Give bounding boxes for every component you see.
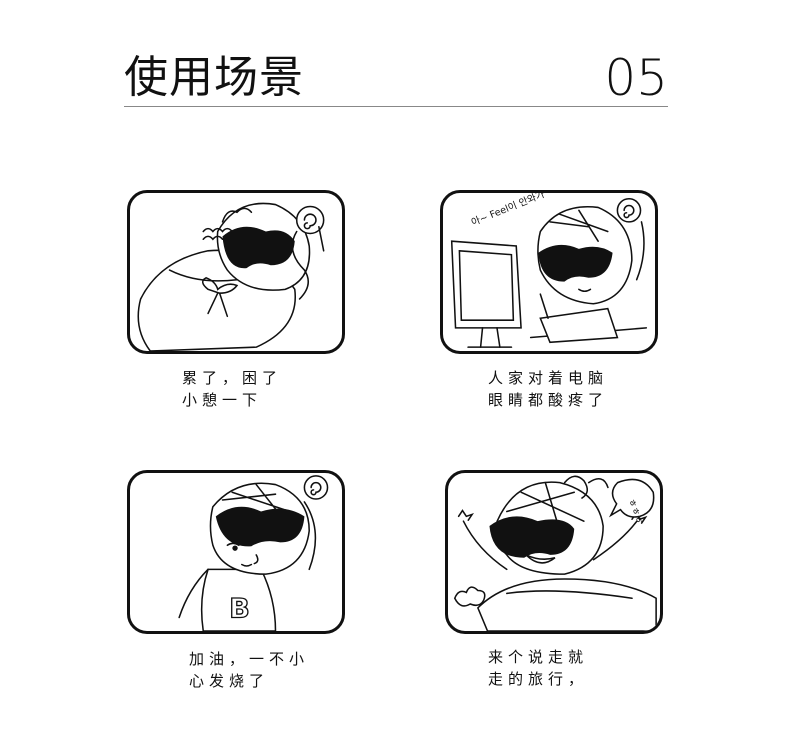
caption-line: 心发烧了 <box>189 672 270 690</box>
speech-text-korean: 아~ Feel이 안와가 <box>470 193 547 229</box>
caption-panel-3: 加油，一不小 心发烧了 <box>189 648 309 692</box>
title-divider <box>124 106 668 107</box>
caption-line: 累了，困了 <box>182 369 283 387</box>
comic-panel-travel: ㅎㅎㅎ <box>445 470 663 634</box>
caption-line: 来个说走就 <box>488 648 589 666</box>
page-title: 使用场景 <box>124 52 304 103</box>
comic-panel-sleeping <box>127 190 345 354</box>
caption-line: 人家对着电脑 <box>488 369 609 387</box>
computer-girl-illustration: 아~ Feel이 안와가 <box>450 193 648 348</box>
comic-panel-working: B <box>127 470 345 634</box>
caption-line: 小憩一下 <box>182 391 263 409</box>
caption-panel-2: 人家对着电脑 眼睛都酸疼了 <box>488 367 608 411</box>
b-shirt-girl-illustration: B <box>178 475 329 631</box>
caption-panel-1: 累了，困了 小憩一下 <box>182 367 282 411</box>
sleeping-girl-illustration <box>137 202 325 351</box>
caption-line: 加油，一不小 <box>189 650 310 668</box>
page-number: 05 <box>604 49 668 107</box>
caption-panel-4: 来个说走就 走的旅行， <box>488 646 588 690</box>
comic-panel-computer: 아~ Feel이 안와가 <box>440 190 658 354</box>
caption-line: 眼睛都酸疼了 <box>488 391 609 409</box>
travel-girl-illustration: ㅎㅎㅎ <box>453 475 657 631</box>
svg-text:B: B <box>229 594 250 625</box>
caption-line: 走的旅行， <box>488 670 589 688</box>
